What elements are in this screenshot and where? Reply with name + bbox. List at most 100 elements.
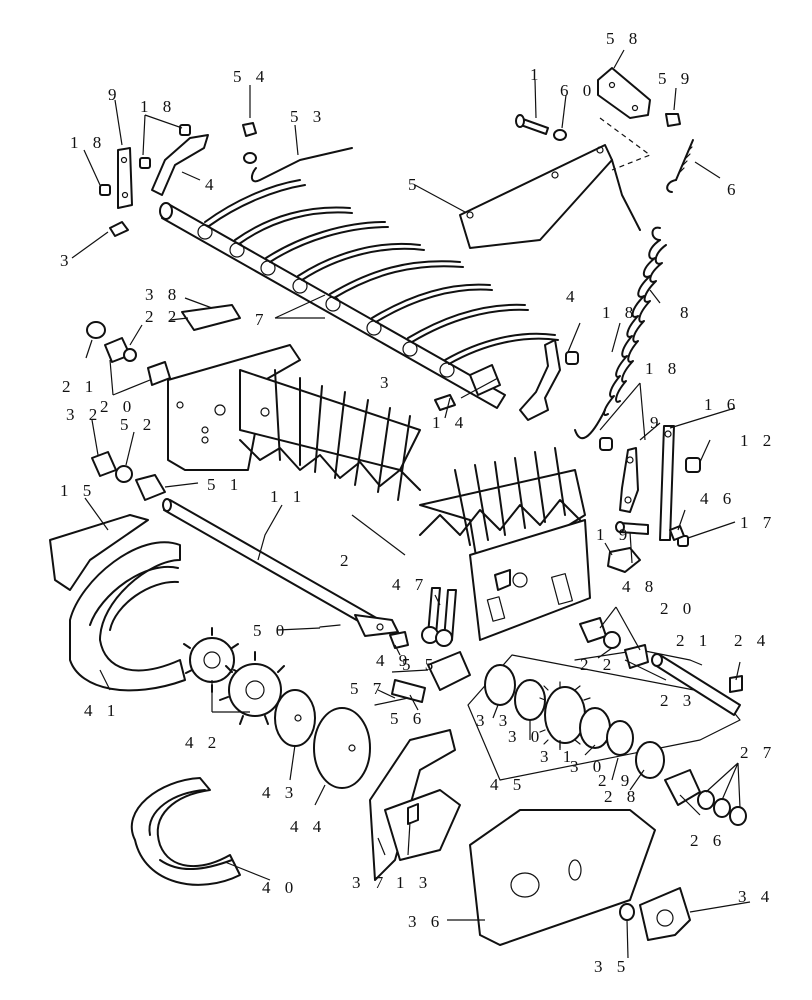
- callout-36: 3 6: [408, 912, 444, 931]
- callout-21-left: 2 1: [62, 377, 98, 396]
- callout-58: 5 8: [606, 29, 642, 48]
- flange-26: [664, 769, 701, 806]
- rod-6: [666, 139, 694, 193]
- washer-27-a: [697, 790, 715, 810]
- callout-34: 3 4: [738, 887, 774, 906]
- nut-54: [242, 122, 257, 137]
- top-shield-5: [459, 144, 613, 249]
- bracket-37: [369, 729, 461, 881]
- callout-43: 4 3: [262, 783, 298, 802]
- callout-18-right-a: 1 8: [602, 303, 638, 322]
- stripper-frame-right: [419, 447, 591, 641]
- callout-41: 4 1: [84, 701, 120, 720]
- callout-29: 2 9: [598, 771, 634, 790]
- callout-48: 4 8: [622, 577, 658, 596]
- flange-20-right-b: [624, 644, 649, 669]
- callout-20-left: 2 0: [100, 397, 136, 416]
- callout-13: 1 3: [396, 873, 432, 892]
- callout-55: 5 5: [402, 655, 438, 674]
- clip-3-top: [109, 221, 129, 237]
- disc-44: [313, 707, 371, 789]
- callout-6: 6: [727, 180, 741, 199]
- spacer-56: [391, 679, 426, 703]
- sprocket-42-b: [219, 651, 291, 725]
- callout-11: 1 1: [270, 487, 306, 506]
- callout-60: 6 0: [560, 81, 596, 100]
- callout-30-a: 3 0: [508, 727, 544, 746]
- callout-12: 1 2: [740, 431, 776, 450]
- cover-36: [469, 809, 656, 946]
- callout-18-right-b: 1 8: [645, 359, 681, 378]
- callout-labels: 1 6 0 5 8 5 9 6 5 5 3 5 4 9 1 8 1 8 4 3 …: [60, 29, 776, 976]
- callout-42: 4 2: [185, 733, 221, 752]
- lever-47: [421, 587, 457, 647]
- callout-7: 7: [255, 310, 269, 329]
- shield-plate-58: [597, 67, 651, 119]
- arm-4-left: [151, 134, 209, 196]
- callout-45: 4 5: [490, 775, 526, 794]
- callout-18-left: 1 8: [70, 133, 106, 152]
- bearing-28: [635, 741, 665, 779]
- callout-32: 3 2: [66, 405, 102, 424]
- callout-14: 1 4: [432, 413, 468, 432]
- callout-57: 5 7: [350, 679, 386, 698]
- callout-53: 5 3: [290, 107, 326, 126]
- collar-33: [484, 664, 516, 706]
- callout-27: 2 7: [740, 743, 776, 762]
- bolt-57: [374, 697, 409, 706]
- callout-59: 5 9: [658, 69, 694, 88]
- callout-15: 1 5: [60, 481, 96, 500]
- bushing-18-left: [99, 184, 111, 196]
- callout-22-left: 2 2: [145, 307, 181, 326]
- bearing-plate-34: [639, 887, 691, 941]
- nut-59: [665, 113, 681, 127]
- flange-51: [135, 474, 166, 501]
- callout-44: 4 4: [290, 817, 326, 836]
- arm-4-right: [519, 339, 561, 421]
- callout-3-mid: 3: [380, 373, 394, 392]
- bushing-12: [685, 457, 701, 473]
- callout-17: 1 7: [740, 513, 776, 532]
- washer-46: [669, 525, 685, 541]
- bearing-52: [115, 465, 133, 483]
- flange-32: [91, 451, 117, 477]
- bolt-1: [515, 114, 549, 135]
- washer-30-b: [579, 707, 611, 749]
- sprocket-31: [539, 681, 593, 749]
- link-9-right: [619, 447, 639, 513]
- callout-26: 2 6: [690, 831, 726, 850]
- flange-20-right: [579, 617, 607, 643]
- callout-54: 5 4: [233, 67, 269, 86]
- callout-19: 1 9: [596, 525, 632, 544]
- callout-47: 4 7: [392, 575, 428, 594]
- washer-60: [553, 129, 567, 141]
- callout-8: 8: [680, 303, 694, 322]
- bushing-18-b: [179, 124, 191, 136]
- bushing-18-upper: [565, 351, 579, 365]
- bushing-22: [123, 348, 137, 362]
- clip-3-mid: [434, 394, 456, 411]
- callout-33: 3 3: [476, 711, 512, 730]
- callout-9-right: 9: [650, 413, 664, 432]
- washer-27-b: [713, 798, 731, 818]
- shaft-21: [651, 653, 741, 716]
- callout-2: 2: [340, 551, 354, 570]
- tine-rotor-assembly: [159, 179, 559, 409]
- callout-5: 5: [408, 175, 422, 194]
- callout-18-top: 1 8: [140, 97, 176, 116]
- callout-31: 3 1: [540, 747, 576, 766]
- callout-9-top: 9: [108, 85, 122, 104]
- guide-40: [130, 777, 241, 886]
- callout-30-b: 3 0: [570, 757, 606, 776]
- callout-40: 4 0: [262, 878, 298, 897]
- spring-8: [574, 159, 667, 440]
- callout-3-top: 3: [60, 251, 74, 270]
- bracket-38: [181, 304, 241, 331]
- bracket-15: [49, 514, 149, 591]
- callout-22-right: 2 2: [580, 655, 616, 674]
- callout-51: 5 1: [207, 475, 243, 494]
- spacer-29: [606, 720, 634, 756]
- callout-50: 5 0: [253, 621, 289, 640]
